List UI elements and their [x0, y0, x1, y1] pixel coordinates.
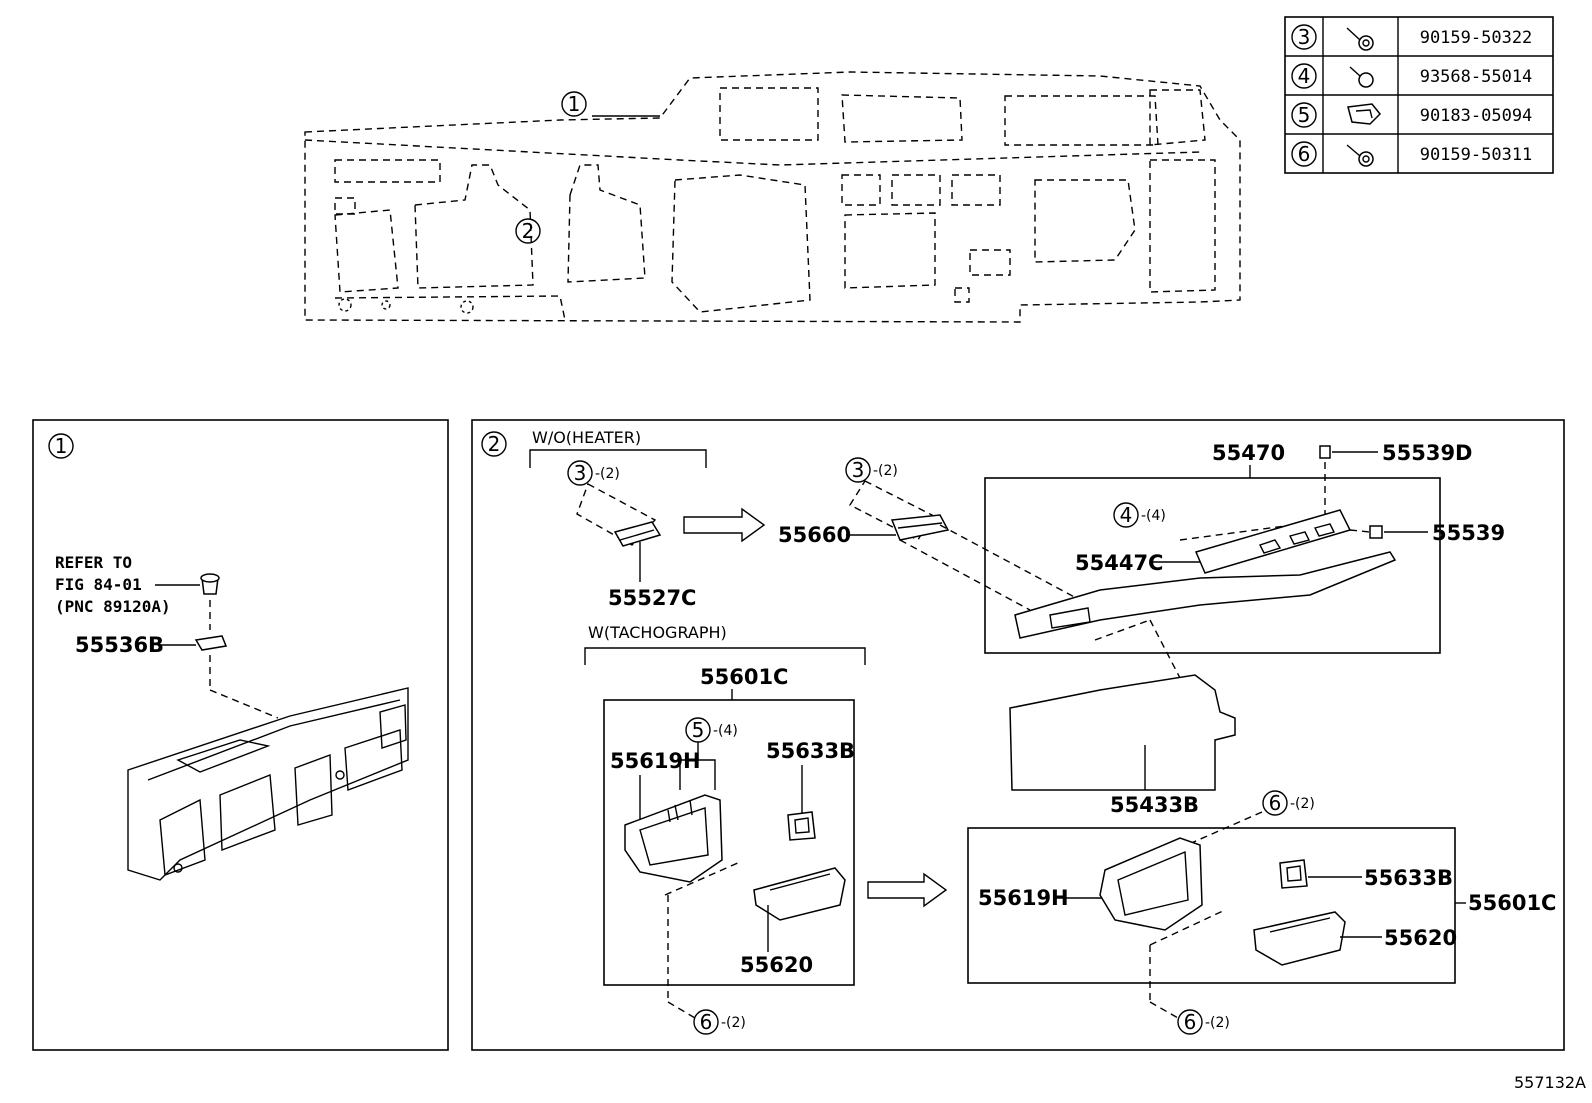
part-55433B: 55433B: [1110, 793, 1199, 817]
fastener-row: 5 90183-05094: [1291, 102, 1533, 128]
group-label-heater: W/O(HEATER): [532, 428, 641, 447]
part-55470: 55470: [1212, 441, 1285, 465]
part-55633B-left: 55633B: [766, 739, 855, 763]
part-55447C: 55447C: [1075, 551, 1163, 575]
group-label-tacho: W(TACHOGRAPH): [588, 623, 727, 642]
fastener-part-no: 90183-05094: [1420, 106, 1533, 126]
part-55536B: 55536B: [75, 633, 164, 657]
fastener-part-no: 93568-55014: [1420, 67, 1533, 87]
panel-1: 1 REFER TO FIG 84-01 (PNC 89120A) 55536B: [32, 419, 449, 1051]
qty-4: -(4): [1141, 508, 1166, 524]
part-55620-right: 55620: [1384, 926, 1457, 950]
qty-6-upper: -(2): [1290, 796, 1315, 812]
panel-1-dash-frame: [127, 687, 409, 881]
overview-callout-2: 2: [522, 219, 535, 243]
qty-3-right: -(2): [873, 463, 898, 479]
clip-nut-icon: [1347, 103, 1382, 125]
panel-1-number: 1: [55, 434, 68, 458]
fastener-row: 3 90159-50322: [1291, 24, 1533, 51]
callout-5: 5: [692, 718, 705, 742]
screw-icon: [1349, 66, 1374, 88]
clip-55539-shape: [1369, 525, 1383, 539]
qty-6-left: -(2): [721, 1015, 746, 1031]
part-55619H-left: 55619H: [610, 749, 701, 773]
fastener-ref: 5: [1298, 103, 1311, 127]
clip-part: [200, 573, 220, 595]
part-55527C: 55527C: [608, 586, 696, 610]
arrow-icon: [867, 872, 948, 908]
part-55619H-right: 55619H: [978, 886, 1069, 910]
part-55620-left: 55620: [740, 953, 813, 977]
callout-4: 4: [1120, 503, 1133, 527]
part-55470-shape: [1014, 551, 1397, 639]
callout-6-right: 6: [1184, 1010, 1197, 1034]
callout-3-left: 3: [574, 461, 587, 485]
fastener-row: 4 93568-55014: [1291, 63, 1533, 89]
part-55633B-right-shape: [1279, 859, 1308, 889]
screw-icon: [1346, 144, 1374, 167]
panel-2: 2 W/O(HEATER) 3 -(2) 55527C 3 -(2) 55660…: [471, 419, 1565, 1051]
part-55433B-shape: [1009, 674, 1236, 791]
part-55660-shape: [890, 514, 950, 541]
diagram-id: 557132A: [1514, 1073, 1586, 1092]
part-55620-right-shape: [1253, 911, 1346, 966]
callout-3-right: 3: [852, 458, 865, 482]
fastener-ref: 3: [1298, 25, 1311, 49]
part-55527C-shape: [613, 521, 662, 547]
arrow-icon: [683, 507, 766, 543]
part-55619H-right-shape: [1099, 837, 1203, 931]
fastener-table: 3 90159-50322 4 93568-55014 5 9: [1284, 16, 1554, 174]
qty-3-left: -(2): [595, 466, 620, 482]
part-55619H-left-shape: [624, 794, 723, 883]
part-55601C-right: 55601C: [1468, 891, 1556, 915]
clip-55539D-shape: [1319, 445, 1331, 459]
qty-5: -(4): [713, 723, 738, 739]
fastener-row: 6 90159-50311: [1291, 141, 1533, 167]
fastener-ref: 4: [1298, 64, 1311, 88]
part-55539D: 55539D: [1382, 441, 1473, 465]
callout-6-upper: 6: [1269, 791, 1282, 815]
part-55633B-right: 55633B: [1364, 866, 1453, 890]
qty-6-right: -(2): [1205, 1015, 1230, 1031]
overview-callout-1: 1: [568, 92, 581, 116]
refer-pnc-text: (PNC 89120A): [55, 597, 171, 616]
screw-icon: [1346, 27, 1374, 51]
part-55633B-left-shape: [787, 811, 816, 841]
part-55601C-left: 55601C: [700, 665, 788, 689]
fastener-part-no: 90159-50311: [1420, 145, 1533, 165]
fastener-ref: 6: [1298, 142, 1311, 166]
part-55620-left-shape: [753, 867, 846, 921]
fastener-part-no: 90159-50322: [1420, 28, 1533, 48]
part-55660: 55660: [778, 523, 851, 547]
refer-fig-text: FIG 84-01: [55, 575, 142, 594]
refer-to-text: REFER TO: [55, 553, 132, 572]
callout-6-left: 6: [700, 1010, 713, 1034]
instrument-panel-overview: 1 2: [304, 71, 1241, 323]
part-55447C-shape: [1194, 509, 1352, 574]
part-55539: 55539: [1432, 521, 1505, 545]
panel-2-number: 2: [488, 432, 501, 456]
